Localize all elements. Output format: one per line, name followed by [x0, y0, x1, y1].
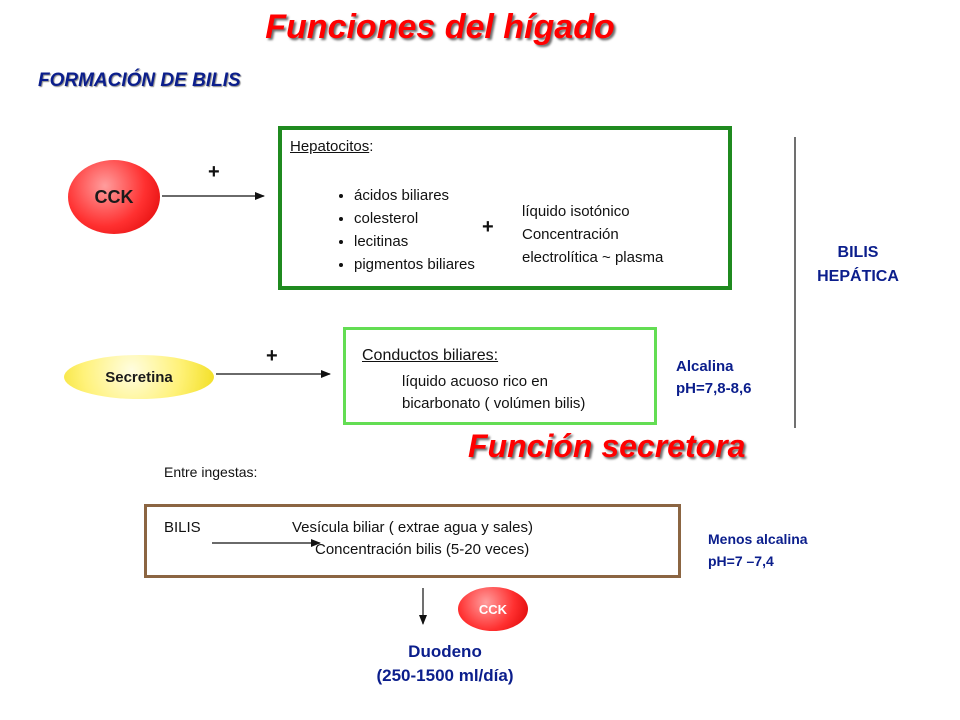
- fluid-line: Concentración: [522, 226, 619, 243]
- hepatocytes-list: ácidos biliares colesterol lecitinas pig…: [338, 184, 475, 276]
- ducts-box: [343, 327, 657, 425]
- ducts-heading: Conductos biliares:: [362, 346, 498, 366]
- duodeno-label: Duodeno (250-1500 ml/día): [330, 640, 560, 688]
- vesicle-line-2: Concentración bilis (5-20 veces): [315, 541, 530, 558]
- list-item: lecitinas: [354, 230, 475, 253]
- cck-small-label: CCK: [478, 601, 508, 617]
- fluid-line: líquido isotónico: [522, 203, 630, 220]
- fluid-line: electrolítica ~ plasma: [522, 249, 664, 266]
- ducts-line: líquido acuoso rico en: [402, 373, 548, 390]
- plus-cck: +: [208, 161, 220, 183]
- vesicle-box: [144, 504, 681, 578]
- function-title: Función secretora: [468, 428, 746, 464]
- vesicle-line-1: Vesícula biliar ( extrae agua y sales): [292, 519, 533, 536]
- duodeno-line: Duodeno: [408, 642, 482, 661]
- bilis-hepatica-line: BILIS: [837, 244, 879, 261]
- alkaline-label: Alcalina pH=7,8-8,6: [676, 356, 751, 400]
- main-title: Funciones del hígado: [265, 8, 615, 46]
- secretina-label: Secretina: [105, 368, 173, 386]
- cck-small-ellipse: CCK: [458, 587, 528, 631]
- cck-label: CCK: [94, 186, 134, 207]
- vesicle-bilis-label: BILIS: [164, 519, 201, 536]
- alkaline-line: pH=7,8-8,6: [676, 380, 752, 397]
- cck-ellipse: CCK: [68, 160, 160, 234]
- between-meals-label: Entre ingestas:: [164, 464, 258, 480]
- duodeno-line: (250-1500 ml/día): [376, 666, 514, 685]
- hepatocytes-heading-text: Hepatocitos: [290, 138, 370, 155]
- secretina-ellipse: Secretina: [64, 355, 214, 399]
- plus-secretina: +: [266, 345, 278, 367]
- plus-fluid: +: [482, 216, 494, 238]
- less-alkaline-line: pH=7 –7,4: [708, 553, 774, 569]
- hepatocytes-box: [278, 126, 732, 290]
- list-item: pigmentos biliares: [354, 253, 475, 276]
- list-item: colesterol: [354, 207, 475, 230]
- bilis-hepatica-line: HEPÁTICA: [817, 268, 899, 285]
- isotonic-fluid-text: líquido isotónico Concentración electrol…: [522, 200, 663, 269]
- list-item: ácidos biliares: [354, 184, 475, 207]
- alkaline-line: Alcalina: [676, 358, 734, 375]
- hepatocytes-heading: Hepatocitos:: [290, 138, 374, 155]
- less-alkaline-line: Menos alcalina: [708, 531, 808, 547]
- less-alkaline-label: Menos alcalina pH=7 –7,4: [708, 528, 808, 572]
- ducts-text: líquido acuoso rico en bicarbonato ( vol…: [402, 371, 585, 415]
- bilis-hepatica-label: BILIS HEPÁTICA: [800, 241, 916, 289]
- ducts-heading-text: Conductos biliares:: [362, 347, 499, 364]
- ducts-line: bicarbonato ( volúmen bilis): [402, 395, 586, 412]
- section-title: FORMACIÓN DE BILIS: [38, 70, 241, 91]
